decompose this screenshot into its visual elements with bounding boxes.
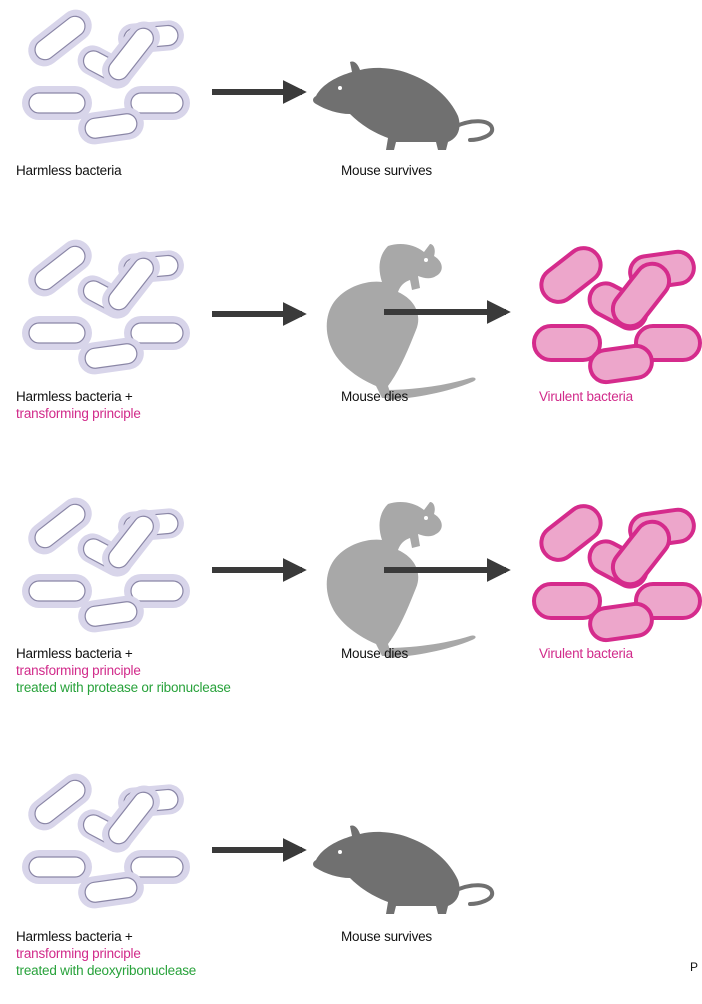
left-label-line-1: Harmless bacteria +: [16, 928, 133, 946]
experiment-row-4: Harmless bacteria + transforming princip…: [0, 764, 702, 1004]
left-label-line-2: transforming principle: [16, 662, 141, 680]
harmless-bacteria-cluster: [22, 491, 190, 634]
left-label-line-1: Harmless bacteria +: [16, 388, 133, 406]
experiment-row-2: Harmless bacteria + transforming princip…: [0, 230, 702, 470]
left-label-line-2: transforming principle: [16, 945, 141, 963]
result-label: Virulent bacteria: [539, 388, 633, 406]
virulent-bacteria-cluster: [534, 241, 700, 384]
mouse-alive-icon: [313, 61, 492, 150]
result-label: Virulent bacteria: [539, 645, 633, 663]
mouse-dead-icon: [327, 244, 476, 400]
mouse-label: Mouse survives: [341, 162, 432, 180]
left-label-line-2: transforming principle: [16, 405, 141, 423]
left-label-line-3: treated with protease or ribonuclease: [16, 679, 231, 697]
left-label-line-3: treated with deoxyribonuclease: [16, 962, 196, 980]
mouse-label: Mouse dies: [341, 645, 408, 663]
row-1-diagram: [0, 0, 702, 240]
virulent-bacteria-cluster: [534, 499, 700, 642]
left-label-line-1: Harmless bacteria: [16, 162, 121, 180]
experiment-row-3: Harmless bacteria + transforming princip…: [0, 488, 702, 728]
edge-mark-text: P: [690, 960, 698, 974]
row-2-diagram: [0, 230, 702, 470]
harmless-bacteria-cluster: [22, 767, 190, 910]
mouse-dead-icon: [327, 502, 476, 658]
mouse-alive-icon: [313, 825, 492, 914]
mouse-label: Mouse survives: [341, 928, 432, 946]
mouse-label: Mouse dies: [341, 388, 408, 406]
harmless-bacteria-cluster: [22, 233, 190, 376]
harmless-bacteria-cluster: [22, 3, 190, 146]
experiment-row-1: Harmless bacteria Mouse survives: [0, 0, 702, 240]
left-label-line-1: Harmless bacteria +: [16, 645, 133, 663]
